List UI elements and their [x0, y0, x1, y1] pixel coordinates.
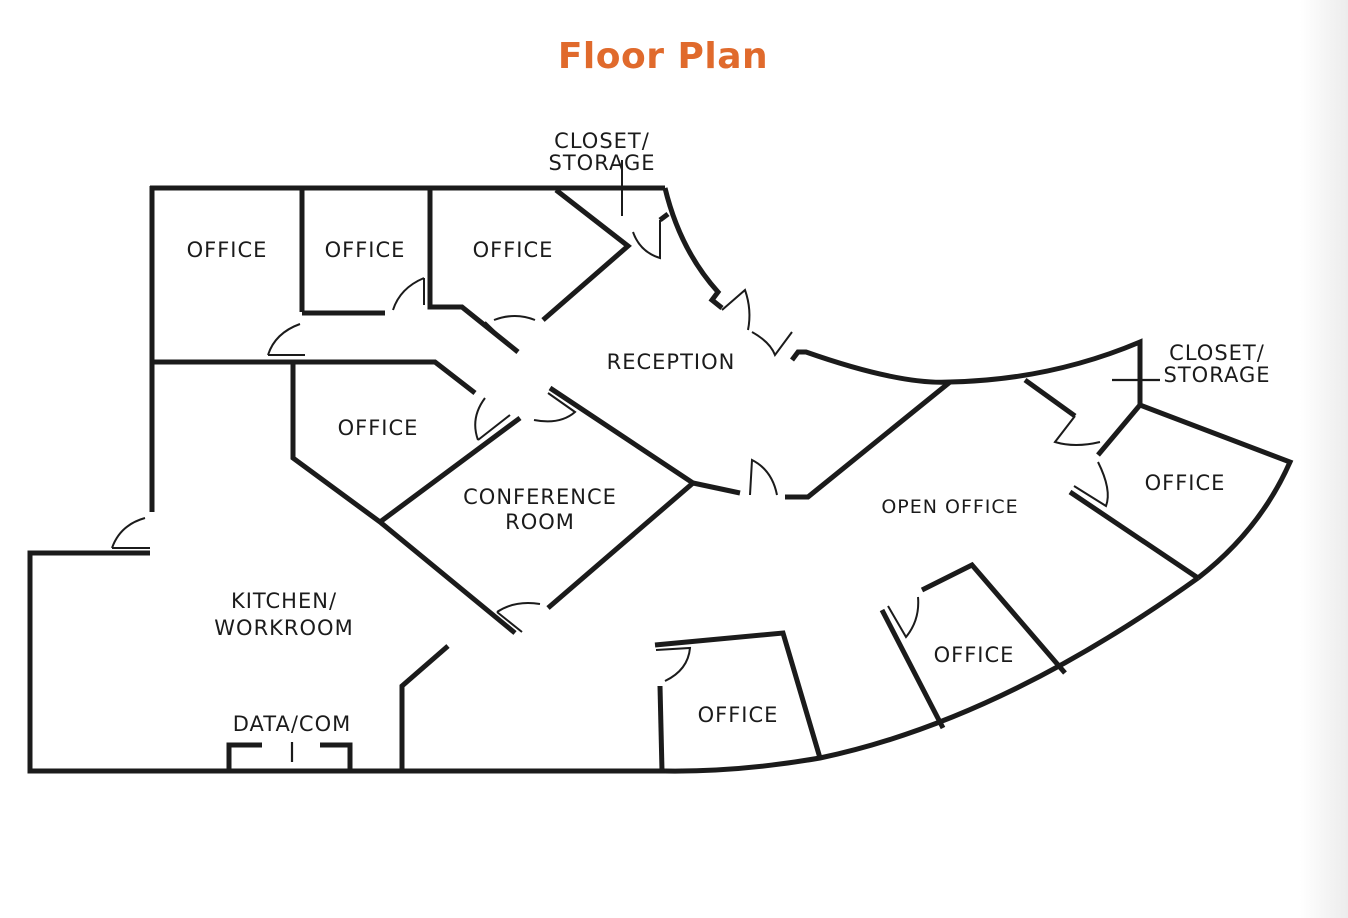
room-label-reception: RECEPTION — [607, 350, 736, 374]
room-label-conference: CONFERENCE — [463, 485, 617, 509]
bottom-office-walls — [654, 561, 1067, 772]
room-label-storage: STORAGE — [549, 151, 656, 175]
room-label-open-office: OPEN OFFICE — [881, 496, 1018, 518]
room-label-closet: CLOSET/ — [1169, 341, 1265, 365]
room-label-closet: CLOSET/ — [554, 129, 650, 153]
room-label-office: OFFICE — [934, 643, 1015, 667]
room-label-office: OFFICE — [698, 703, 779, 727]
room-label-data-com: DATA/COM — [233, 712, 352, 736]
room-label-office: OFFICE — [1145, 471, 1226, 495]
room-label-office: OFFICE — [325, 238, 406, 262]
room-label-storage: STORAGE — [1164, 363, 1271, 387]
room-label-office: OFFICE — [338, 416, 419, 440]
room-label-office: OFFICE — [473, 238, 554, 262]
room-label-kitchen: KITCHEN/ — [231, 589, 337, 613]
room-label-room: ROOM — [505, 510, 575, 534]
outer-walls — [27, 185, 1294, 774]
door-swings — [111, 160, 1109, 682]
conference-walls — [378, 380, 952, 610]
room-label-workroom: WORKROOM — [214, 616, 353, 640]
page-title: Floor Plan — [557, 36, 769, 77]
kitchen-walls — [226, 644, 450, 771]
top-office-walls — [152, 188, 632, 635]
room-label-office: OFFICE — [187, 238, 268, 262]
right-walls — [1023, 377, 1200, 581]
